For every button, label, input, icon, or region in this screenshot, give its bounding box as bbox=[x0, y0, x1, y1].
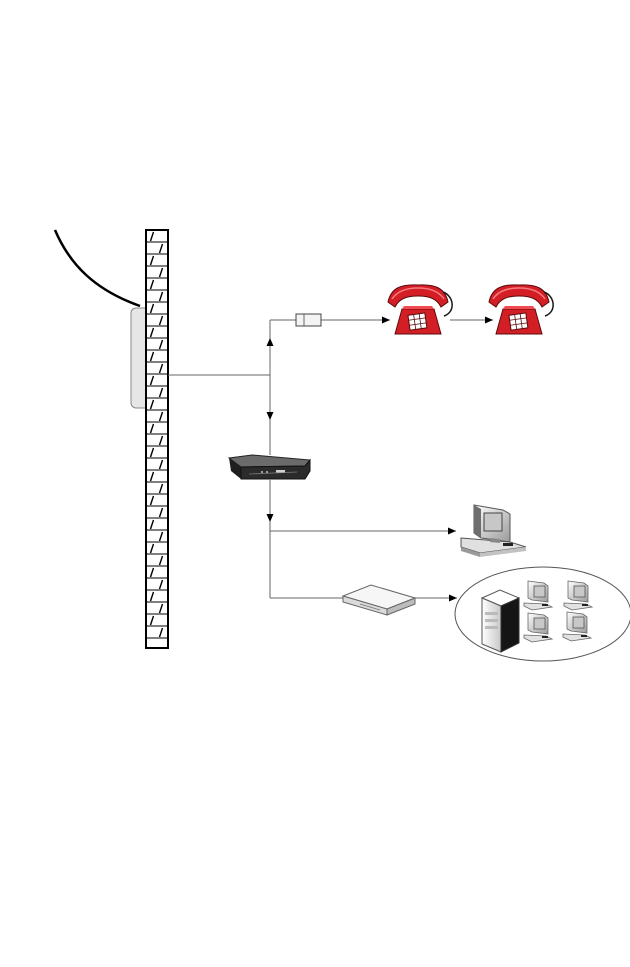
arrow-right-icon bbox=[485, 317, 493, 324]
splitter-filter-icon bbox=[296, 314, 321, 326]
lan-boundary bbox=[455, 567, 630, 661]
modem-icon bbox=[229, 455, 310, 479]
workstation-icon bbox=[563, 612, 591, 641]
telephone-icon bbox=[489, 285, 553, 334]
arrow-down-icon bbox=[267, 412, 274, 420]
arrow-up-icon bbox=[267, 338, 274, 346]
brick-wall bbox=[146, 230, 168, 648]
lan-group bbox=[455, 567, 630, 661]
hub-icon bbox=[343, 585, 415, 615]
telephone-icon bbox=[388, 285, 452, 334]
workstation-icon bbox=[564, 581, 592, 610]
workstation-icon bbox=[524, 581, 552, 610]
server-tower-icon bbox=[482, 590, 519, 652]
arrow-right-icon bbox=[448, 528, 456, 535]
connection-lines bbox=[168, 320, 493, 598]
arrow-right-icon bbox=[449, 595, 457, 602]
arrow-right-icon bbox=[382, 317, 390, 324]
outside-cable bbox=[55, 230, 140, 306]
computer-icon bbox=[461, 505, 526, 557]
workstation-icon bbox=[524, 613, 552, 642]
arrow-down-icon bbox=[267, 514, 274, 522]
